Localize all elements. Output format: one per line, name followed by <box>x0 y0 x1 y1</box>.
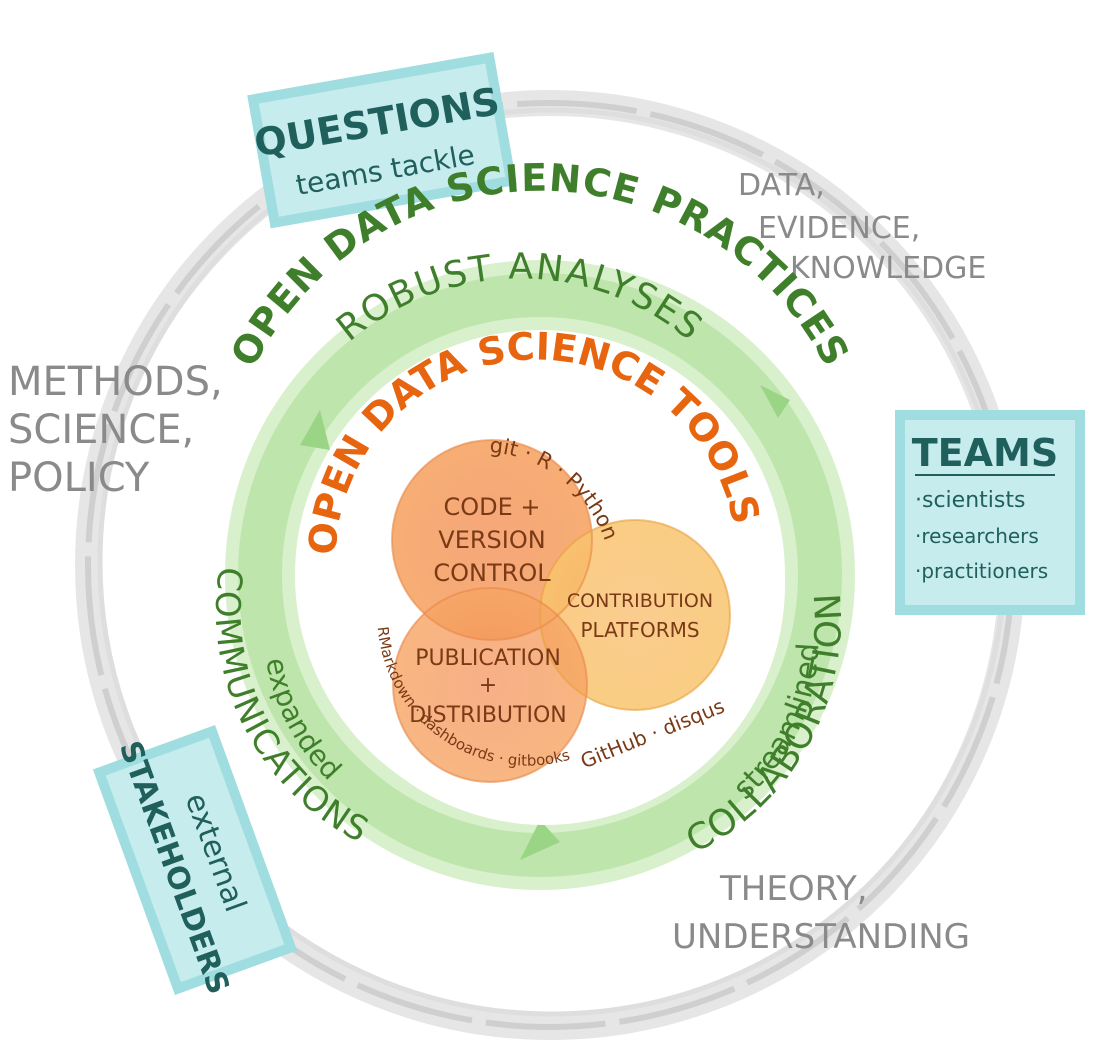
questions-box: QUESTIONS teams tackle <box>247 51 517 229</box>
ring-arrow-left <box>300 410 330 450</box>
publication-label: PUBLICATION + DISTRIBUTION <box>409 646 567 728</box>
green-practices-ring <box>225 260 855 890</box>
data-evidence-line: EVIDENCE, <box>758 211 920 246</box>
methods-line: METHODS, <box>8 359 223 405</box>
data-evidence-line: KNOWLEDGE <box>790 251 986 286</box>
teams-title: TEAMS <box>912 431 1058 475</box>
theory-label: THEORY, UNDERSTANDING <box>672 869 970 957</box>
data-evidence-line: DATA, <box>738 168 825 203</box>
teams-item: ·researchers <box>915 524 1039 548</box>
theory-line: THEORY, <box>719 869 868 909</box>
tools-venn <box>391 439 731 783</box>
ring-arrow-top <box>760 385 790 418</box>
code-label-line: CONTROL <box>433 559 551 587</box>
contribution-label-line: PLATFORMS <box>580 618 699 642</box>
publication-circle <box>393 588 587 782</box>
methods-label: METHODS, SCIENCE, POLICY <box>8 359 223 501</box>
publication-label-line: DISTRIBUTION <box>409 703 567 728</box>
code-label: CODE + VERSION CONTROL <box>433 493 551 587</box>
publication-label-line: PUBLICATION <box>415 646 561 671</box>
teams-item: ·practitioners <box>915 559 1048 583</box>
code-circle <box>392 440 592 640</box>
contribution-label: CONTRIBUTION PLATFORMS <box>567 590 713 642</box>
code-label-line: CODE + <box>443 493 540 521</box>
teams-box: TEAMS ·scientists ·researchers ·practiti… <box>895 410 1085 615</box>
methods-line: SCIENCE, <box>8 407 194 453</box>
ring-arrow-bottom <box>520 820 560 860</box>
data-evidence-label: DATA, EVIDENCE, KNOWLEDGE <box>738 168 986 286</box>
teams-item: ·scientists <box>915 488 1025 513</box>
theory-line: UNDERSTANDING <box>672 917 970 957</box>
contribution-label-line: CONTRIBUTION <box>567 590 713 612</box>
methods-line: POLICY <box>8 455 150 501</box>
code-label-line: VERSION <box>438 526 545 554</box>
publication-label-line: + <box>479 673 497 698</box>
